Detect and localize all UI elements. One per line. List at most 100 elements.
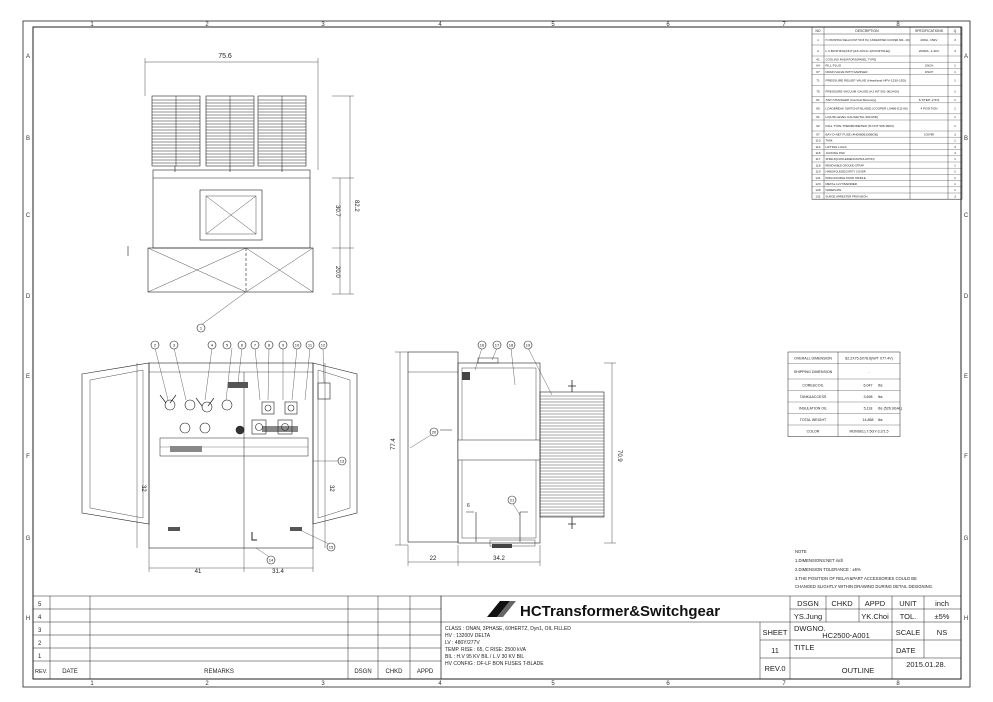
parts-cell: 131	[815, 194, 820, 198]
front-left-door	[81, 362, 150, 525]
dim-top-lower: 20.0	[334, 266, 340, 278]
outer-border	[22, 20, 971, 688]
title-block	[440, 595, 962, 680]
parts-cell: 1	[954, 139, 956, 143]
revision-row-number: 3	[38, 628, 42, 634]
balloon-number: 11	[308, 343, 313, 348]
grid-col-label: 4	[438, 681, 442, 687]
grid-col-label: 1	[90, 681, 94, 687]
parts-cell: TANK	[826, 139, 834, 143]
parts-cell: LOADBREAK SWITCH(T-BLADE) (COOPER LS4B6-…	[826, 107, 908, 111]
front-right-door	[312, 362, 358, 525]
parts-cell: 75	[816, 89, 820, 93]
revision-row-number: 4	[38, 615, 42, 621]
top-cover-plate	[199, 189, 263, 241]
dim-front-w1: 41	[195, 569, 202, 575]
parts-cell: 97	[816, 132, 820, 136]
side-view	[395, 347, 616, 566]
dim-side-small: 6	[467, 503, 470, 509]
grid-row-label: C	[26, 213, 31, 219]
parts-cell: 116	[816, 151, 821, 155]
parts-cell: 71	[816, 78, 820, 82]
parts-cell: 67	[816, 70, 820, 74]
grid-col-label: 1	[90, 22, 94, 28]
balloon-number: 3	[173, 343, 176, 348]
scale-label: SCALE	[896, 628, 921, 637]
side-cabinet	[407, 351, 459, 543]
grid-row-label: C	[964, 213, 969, 219]
note-line: CHANGED SLIGHTLY WITHIN DRAWING DURING D…	[795, 584, 933, 589]
parts-cell: 4	[954, 151, 956, 155]
notes-title: NOTE	[795, 549, 807, 554]
spec-value: MUNSELL7.5GY-3.2/1.5	[849, 429, 888, 433]
spec-value: 6,047	[864, 383, 873, 387]
grid-col-label: 5	[551, 22, 555, 28]
spec-unit: lbs	[878, 395, 883, 399]
grid-col-label: 3	[321, 22, 325, 28]
revision-header-date: DATE	[62, 669, 78, 675]
balloon-number: 13	[340, 459, 345, 464]
parts-cell: 3	[954, 132, 956, 136]
parts-cell: 1INCH	[925, 64, 934, 68]
parts-cell: NAMEPLATE	[826, 188, 842, 192]
spec-label: TOTAL WEIGHT	[800, 418, 827, 422]
lv-bushings	[251, 401, 298, 435]
parts-cell: 1INCH	[925, 70, 934, 74]
balloon-marker	[237, 340, 247, 350]
balloon-number: 2	[154, 343, 157, 348]
balloon-number: 19	[526, 343, 531, 348]
spec-line: TEMP. RISE : 65, C RISE: 2500 kVA	[445, 647, 527, 653]
parts-cell: FILL PLUG	[826, 64, 842, 68]
grid-row-label: F	[26, 454, 30, 460]
spec-value: 5,118	[864, 406, 873, 410]
parts-cell: 1	[954, 78, 956, 82]
front-view	[81, 347, 358, 572]
spec-line: BIL : H.V 95 KV BIL / L.V 30 KV BIL	[445, 654, 524, 660]
parts-cell: 3	[954, 38, 956, 42]
scale-value: NS	[937, 628, 947, 637]
tolerance-label: TOL.	[900, 612, 917, 621]
balloon-number: 12	[321, 343, 326, 348]
top-radiators	[151, 95, 307, 167]
dim-top-mid: 30.7	[334, 205, 340, 217]
parts-cell: 121	[815, 176, 820, 180]
balloon-marker	[305, 340, 315, 350]
parts-cell: COOPER	[924, 132, 935, 136]
company-logo-icon	[487, 601, 516, 617]
balloon-number: 15	[329, 545, 334, 550]
parts-cell: LIFTING LUGS	[826, 145, 847, 149]
nameplate-box	[317, 382, 331, 400]
parts-cell: PRESSURE RELIEF VALVE (Heartland HPV-123…	[826, 78, 907, 82]
spec-label: COLOR	[807, 429, 820, 433]
balloon-marker	[337, 456, 347, 466]
note-line: 1.DIMENSIONS:NET inch	[795, 558, 844, 563]
parts-cell: 117	[816, 157, 821, 161]
parts-header: Q	[954, 29, 957, 33]
balloon-marker	[292, 340, 302, 350]
unit-label: UNIT	[899, 599, 917, 608]
balloon-marker	[264, 340, 274, 350]
revision-header-chkd: CHKD	[385, 669, 403, 675]
balloon-marker	[150, 340, 160, 350]
grid-row-label: H	[26, 616, 30, 622]
dsgn-name: YS.Jung	[794, 612, 822, 621]
balloon-marker	[278, 340, 288, 350]
note-line: 2.DIMENSION TOLERANCE : ±5%	[795, 567, 861, 572]
parts-cell: 1	[954, 163, 956, 167]
parts-cell: 1	[954, 182, 956, 186]
revision-row-number: 5	[38, 602, 42, 608]
parts-header: DESCRIPTION	[855, 29, 879, 33]
spec-value: 82.2X75.6X78.6(W/T X77.4V)	[845, 356, 892, 360]
appd-name: YK.Choi	[861, 612, 889, 621]
dim-side-w1: 22	[430, 556, 437, 562]
parts-header: NO	[815, 29, 820, 33]
balloon-marker	[222, 340, 232, 350]
parts-cell: 123	[815, 182, 820, 186]
parts-cell: BAY-O-NET FUSE (4H0080B100BOB)	[826, 132, 879, 136]
parts-cell: 2000A, 1.2kV	[919, 49, 940, 53]
parts-cell: 1	[954, 176, 956, 180]
grid-col-label: 6	[666, 681, 670, 687]
parts-cell: 2	[817, 49, 819, 53]
